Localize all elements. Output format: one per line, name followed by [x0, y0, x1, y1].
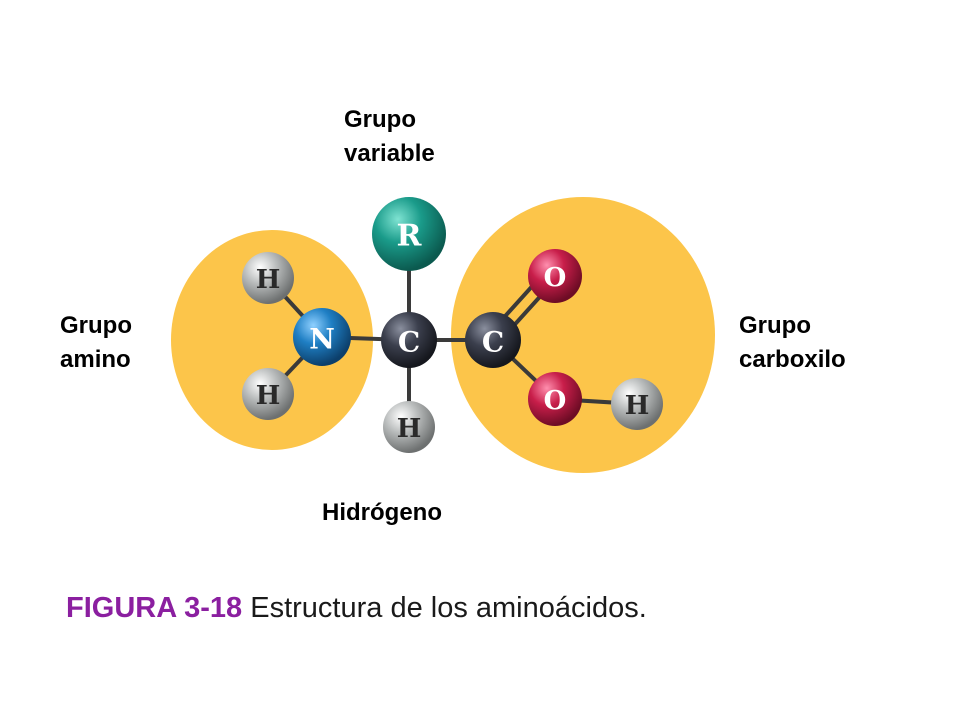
- carboxyl-group-label-line1: Grupo: [739, 312, 811, 339]
- atom-c-carboxyl: C: [465, 312, 521, 368]
- atom-h-amino-top: H: [242, 252, 294, 304]
- variable-group-sphere: [372, 197, 446, 271]
- hydrogen-label: Hidrógeno: [322, 499, 442, 526]
- atom-c-carboxyl-label: C: [482, 326, 504, 359]
- atom-o-hydroxyl-label: O: [544, 386, 567, 416]
- carbon-sphere: [381, 312, 437, 368]
- nitrogen-sphere: [293, 308, 351, 366]
- figure-number: FIGURA 3-18: [66, 592, 243, 624]
- atom-o-hydroxyl: O: [528, 372, 582, 426]
- hydrogen-sphere: [383, 401, 435, 453]
- atom-h-alpha: H: [383, 401, 435, 453]
- atom-n-label: N: [309, 323, 335, 356]
- atom-r-label: R: [397, 219, 423, 254]
- atom-h-amino-top-label: H: [256, 265, 281, 295]
- variable-group-label-line2: variable: [344, 140, 435, 167]
- atom-h-amino-bottom-label: H: [256, 381, 281, 411]
- amino-group-label: Grupo amino: [60, 309, 132, 377]
- atom-n: N: [293, 308, 351, 366]
- atom-h-hydroxyl: H: [611, 378, 663, 430]
- atom-o-double: O: [528, 249, 582, 303]
- amino-group-label-line1: Grupo: [60, 312, 132, 339]
- atom-c-alpha-label: C: [398, 326, 420, 359]
- hydrogen-sphere: [242, 252, 294, 304]
- figure-caption-text: Estructura de los aminoácidos.: [242, 592, 647, 624]
- atom-o-double-label: O: [544, 263, 567, 293]
- carbon-sphere: [465, 312, 521, 368]
- variable-group-label-line1: Grupo: [344, 106, 416, 133]
- hydrogen-sphere: [611, 378, 663, 430]
- amino-group-highlight: [171, 230, 373, 450]
- oxygen-sphere: [528, 372, 582, 426]
- carboxyl-group-label: Grupo carboxilo: [739, 309, 846, 377]
- hydrogen-sphere: [242, 368, 294, 420]
- figure-caption: FIGURA 3-18 Estructura de los aminoácido…: [66, 588, 647, 628]
- atom-h-hydroxyl-label: H: [625, 391, 650, 421]
- atom-c-alpha: C: [381, 312, 437, 368]
- amino-group-label-line2: amino: [60, 346, 131, 373]
- carboxyl-group-label-line2: carboxilo: [739, 346, 846, 373]
- atom-r: R: [372, 197, 446, 271]
- atom-h-alpha-label: H: [397, 414, 422, 444]
- variable-group-label: Grupo variable: [344, 103, 435, 171]
- oxygen-sphere: [528, 249, 582, 303]
- atom-h-amino-bottom: H: [242, 368, 294, 420]
